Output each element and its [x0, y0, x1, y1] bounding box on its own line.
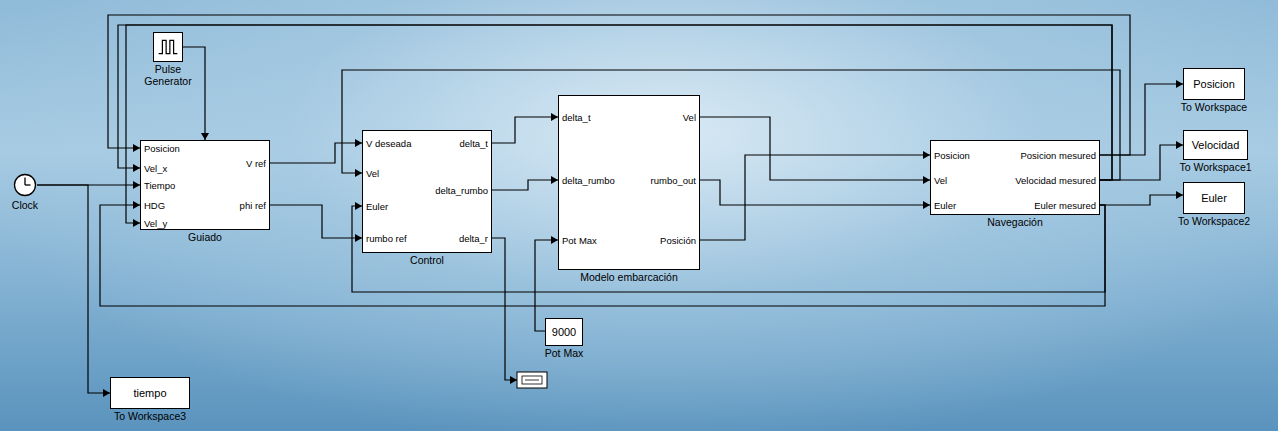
pulse-generator-block: Pulse Generator — [153, 32, 183, 62]
workspace-block: tiempoTo Workspace3 — [110, 377, 190, 409]
port-label: Tiempo — [144, 180, 175, 192]
terminator-wire — [492, 238, 517, 380]
port-label: V deseada — [366, 138, 411, 150]
port-label: Posición — [660, 235, 696, 247]
signal-line — [270, 205, 362, 238]
block-name: Navegación — [987, 216, 1042, 228]
block-value: 9000 — [552, 326, 576, 339]
port-label: rumbo_out — [651, 175, 696, 187]
port-label: delta_rumbo — [562, 175, 615, 187]
signal-line — [270, 143, 362, 163]
block-name: Modelo embarcación — [580, 271, 677, 283]
block-name: To Workspace2 — [1178, 215, 1250, 227]
block-name: To Workspace3 — [114, 410, 186, 422]
signal-line — [1100, 195, 1183, 205]
block-value: Euler — [1201, 192, 1227, 205]
clock-icon — [13, 173, 37, 197]
port-label: delta_t — [459, 138, 488, 150]
block-name: Guiado — [188, 231, 222, 243]
port-label: Posicion mesured — [1020, 150, 1096, 162]
subsystem-block: GuiadoPosicionVel_xTiempoHDGVel_yV refph… — [140, 140, 270, 230]
port-label: Euler — [934, 200, 956, 212]
signal-line — [183, 47, 205, 140]
signal-line — [492, 180, 558, 190]
port-label: delta_r — [459, 233, 488, 245]
port-label: Euler — [366, 201, 388, 213]
port-label: delta_rumbo — [435, 185, 488, 197]
block-name: Pot Max — [545, 347, 584, 359]
port-label: Vel — [934, 175, 947, 187]
signal-line — [492, 117, 558, 143]
workspace-block: EulerTo Workspace2 — [1183, 182, 1245, 214]
signal-line — [37, 185, 110, 393]
port-label: Vel_y — [144, 218, 167, 230]
port-label: Vel — [366, 168, 379, 180]
block-value: Posicion — [1193, 78, 1235, 91]
subsystem-block: ControlV deseadaVelEulerrumbo refdelta_t… — [362, 130, 492, 253]
pulse-icon — [154, 33, 182, 61]
clock-block: Clock — [13, 173, 37, 197]
terminator-symbol — [517, 372, 547, 388]
signal-line — [700, 180, 930, 205]
block-name: Control — [410, 254, 444, 266]
workspace-block: PosicionTo Workspace — [1183, 68, 1245, 100]
block-name: Clock — [12, 199, 38, 211]
block-name: To Workspace1 — [1179, 161, 1251, 173]
port-label: rumbo ref — [366, 233, 407, 245]
block-value: Velocidad — [1192, 139, 1240, 152]
block-name: To Workspace — [1181, 101, 1247, 113]
block-name: Pulse Generator — [137, 63, 199, 87]
signal-line — [700, 155, 930, 240]
subsystem-block: Modelo embarcacióndelta_tdelta_rumboPot … — [558, 95, 700, 270]
port-label: V ref — [246, 158, 266, 170]
block-value: tiempo — [133, 387, 166, 400]
port-label: phi ref — [240, 200, 266, 212]
port-label: Posicion — [144, 143, 180, 155]
port-label: delta_t — [562, 112, 591, 124]
subsystem-block: NavegaciónPosicionVelEulerPosicion mesur… — [930, 140, 1100, 215]
port-label: Pot Max — [562, 235, 597, 247]
signal-line — [700, 117, 930, 180]
port-label: HDG — [144, 200, 165, 212]
port-label: Velocidad mesured — [1015, 175, 1096, 187]
port-label: Vel_x — [144, 163, 167, 175]
constant-block: 9000Pot Max — [545, 318, 583, 346]
port-label: Euler mesured — [1034, 200, 1096, 212]
port-label: Vel — [683, 112, 696, 124]
workspace-block: VelocidadTo Workspace1 — [1183, 130, 1248, 160]
port-label: Posicion — [934, 150, 970, 162]
